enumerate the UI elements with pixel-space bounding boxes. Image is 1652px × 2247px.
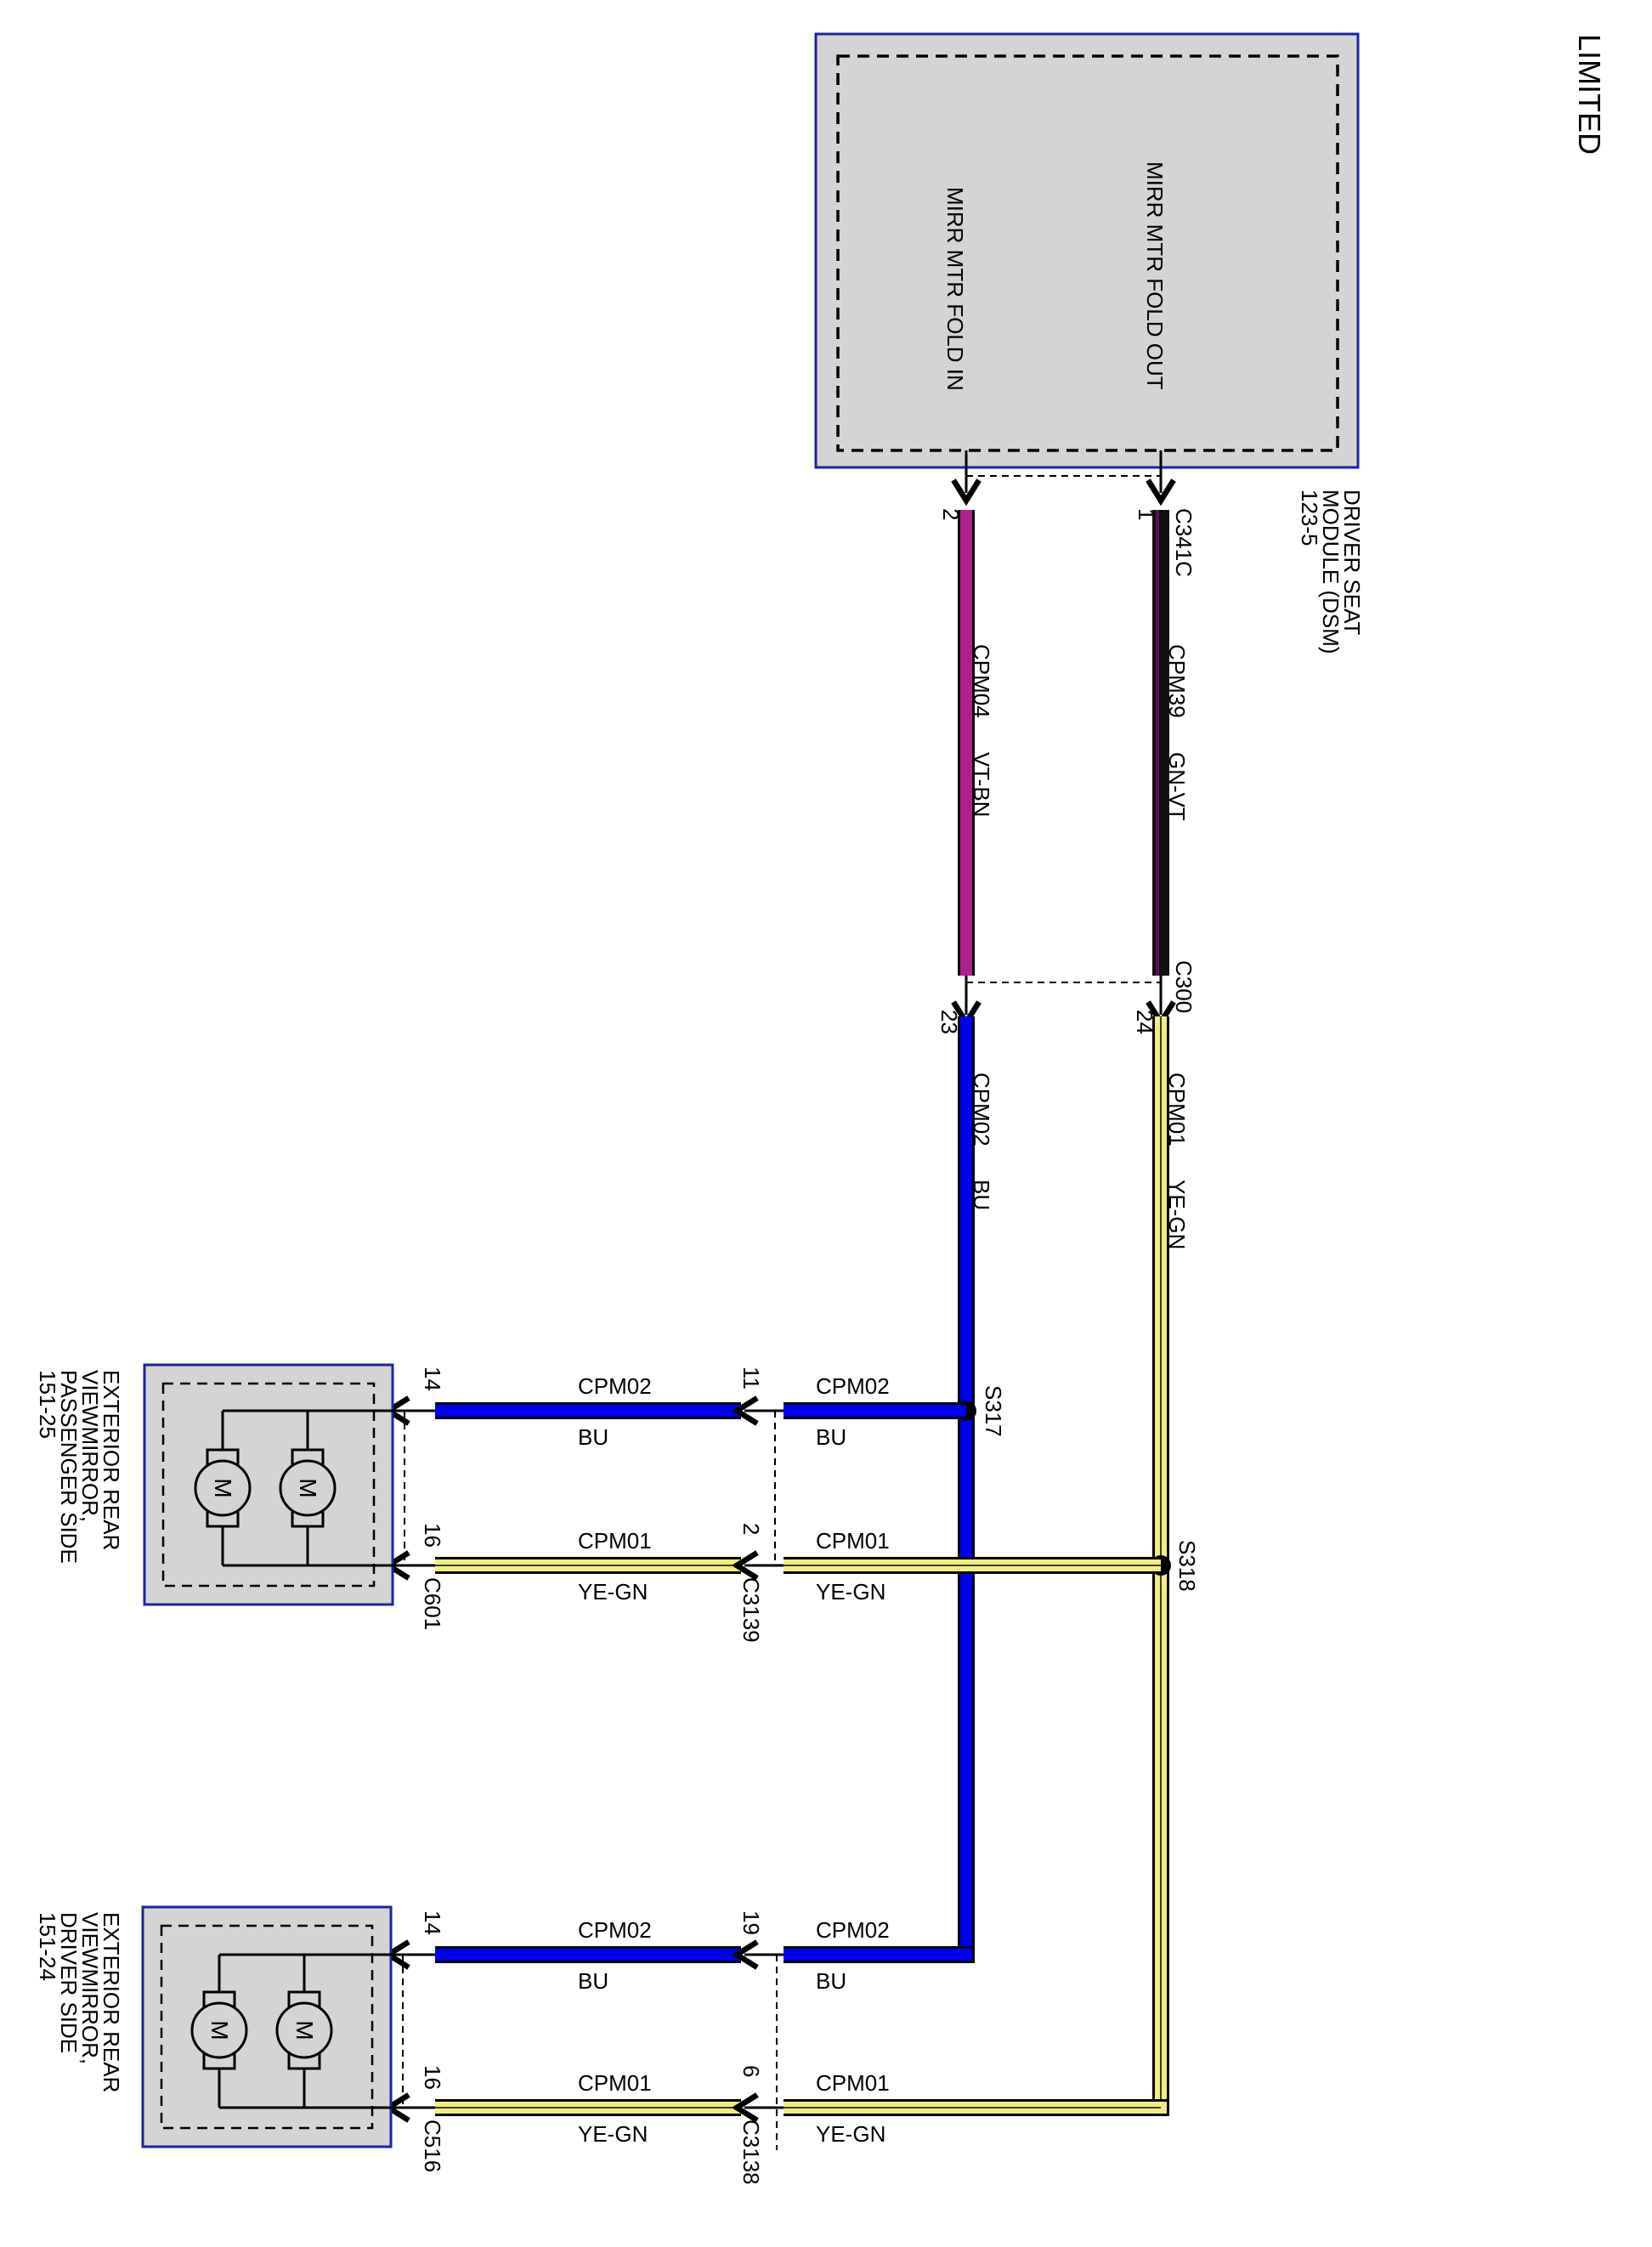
wire-cpm04-color: VT-BN (969, 752, 994, 818)
pass-seg2-yellow-color: YE-GN (578, 1579, 648, 1605)
pass-c3139-yellow-pin: 2 (738, 1523, 764, 1535)
dsm-module: MIRR MTR FOLD IN MIRR MTR FOLD OUT (814, 32, 1360, 469)
drv-name-line-2: VIEWMIRROR, (77, 1912, 103, 2064)
pass-c3139-connector: C3139 (738, 1577, 764, 1643)
limited-badge: LIMITED (1572, 34, 1607, 155)
drv-c3138-connector: C3138 (738, 2120, 764, 2185)
pass-c601-connector: C601 (420, 1577, 445, 1630)
drv-c516-yellow-pin: 16 (420, 2065, 445, 2090)
drv-seg1-blue-circuit: CPM02 (816, 1917, 890, 1943)
passenger-mirror-component (143, 1363, 396, 1606)
pass-name-line-4: 151-25 (35, 1370, 60, 1439)
drv-name-line-4: 151-24 (35, 1912, 60, 1981)
dsm-fold-in-pin: 2 (938, 508, 964, 520)
dsm-fold-in-label: MIRR MTR FOLD IN (942, 187, 968, 391)
driver-mirror-component (141, 1905, 396, 2148)
drv-c3138-yellow-pin: 6 (738, 2065, 764, 2077)
pass-motor-1: M (210, 1478, 236, 1497)
pass-seg1-yellow-circuit: CPM01 (816, 1528, 890, 1554)
c300-connector: C300 (1171, 960, 1197, 1013)
splice-s318-label: S318 (1174, 1540, 1200, 1592)
dsm-name-line-2: MODULE (DSM) (1318, 490, 1344, 654)
pass-c601-yellow-pin: 16 (420, 1523, 445, 1548)
driver-branch-wires (435, 1946, 1169, 2116)
pass-name-line-2: VIEWMIRROR, (77, 1370, 103, 1522)
drv-c516-connector: C516 (420, 2120, 445, 2172)
trunk-blue-circuit: CPM02 (969, 1073, 994, 1146)
pass-c601-blue-pin: 14 (420, 1367, 445, 1391)
pass-name-line-1: EXTERIOR REAR (99, 1370, 124, 1550)
wire-cpm39-color: GN-VT (1164, 752, 1190, 821)
splice-s317-label: S317 (981, 1385, 1006, 1437)
trunk-yellow-circuit: CPM01 (1164, 1073, 1190, 1146)
trunk-blue-color: BU (969, 1180, 994, 1210)
pass-seg2-blue-color: BU (578, 1424, 608, 1450)
dsm-name-line-3: 123-5 (1297, 490, 1322, 546)
trunk-yellow-color: YE-GN (1164, 1180, 1190, 1249)
drv-seg2-yellow-color: YE-GN (578, 2121, 648, 2147)
wire-cpm02-trunk (958, 1016, 975, 1955)
pass-motor-2: M (295, 1478, 321, 1497)
passenger-branch-wires (435, 1402, 1161, 1574)
pass-seg1-blue-circuit: CPM02 (816, 1373, 890, 1399)
drv-c516-blue-pin: 14 (420, 1910, 445, 1935)
drv-c3138-blue-pin: 19 (738, 1910, 764, 1935)
drv-name-line-3: DRIVER SIDE (56, 1912, 82, 2053)
wire-cpm04-circuit: CPM04 (969, 644, 994, 718)
drv-name-line-1: EXTERIOR REAR (99, 1912, 124, 2092)
wire-cpm39-circuit: CPM39 (1164, 644, 1190, 718)
dsm-fold-out-label: MIRR MTR FOLD OUT (1142, 161, 1168, 390)
pass-seg1-blue-color: BU (816, 1424, 846, 1450)
drv-seg1-yellow-circuit: CPM01 (816, 2070, 890, 2096)
drv-seg2-yellow-circuit: CPM01 (578, 2070, 652, 2096)
drv-seg1-yellow-color: YE-GN (816, 2121, 885, 2147)
pass-c3139-blue-pin: 11 (738, 1367, 764, 1390)
pass-name-line-3: PASSENGER SIDE (56, 1370, 82, 1564)
drv-seg2-blue-color: BU (578, 1968, 608, 1994)
pass-seg1-yellow-color: YE-GN (816, 1579, 885, 1605)
pass-seg2-blue-circuit: CPM02 (578, 1373, 652, 1399)
dsm-name-line-1: DRIVER SEAT (1339, 490, 1365, 636)
drv-motor-2: M (291, 2020, 318, 2040)
wire-cpm04 (958, 510, 975, 976)
drv-seg1-blue-color: BU (816, 1968, 846, 1994)
wire-cpm39 (1152, 510, 1169, 976)
drv-seg2-blue-circuit: CPM02 (578, 1917, 652, 1943)
pass-seg2-yellow-circuit: CPM01 (578, 1528, 652, 1554)
dsm-connector: C341C (1171, 508, 1197, 577)
drv-motor-1: M (206, 2020, 233, 2040)
